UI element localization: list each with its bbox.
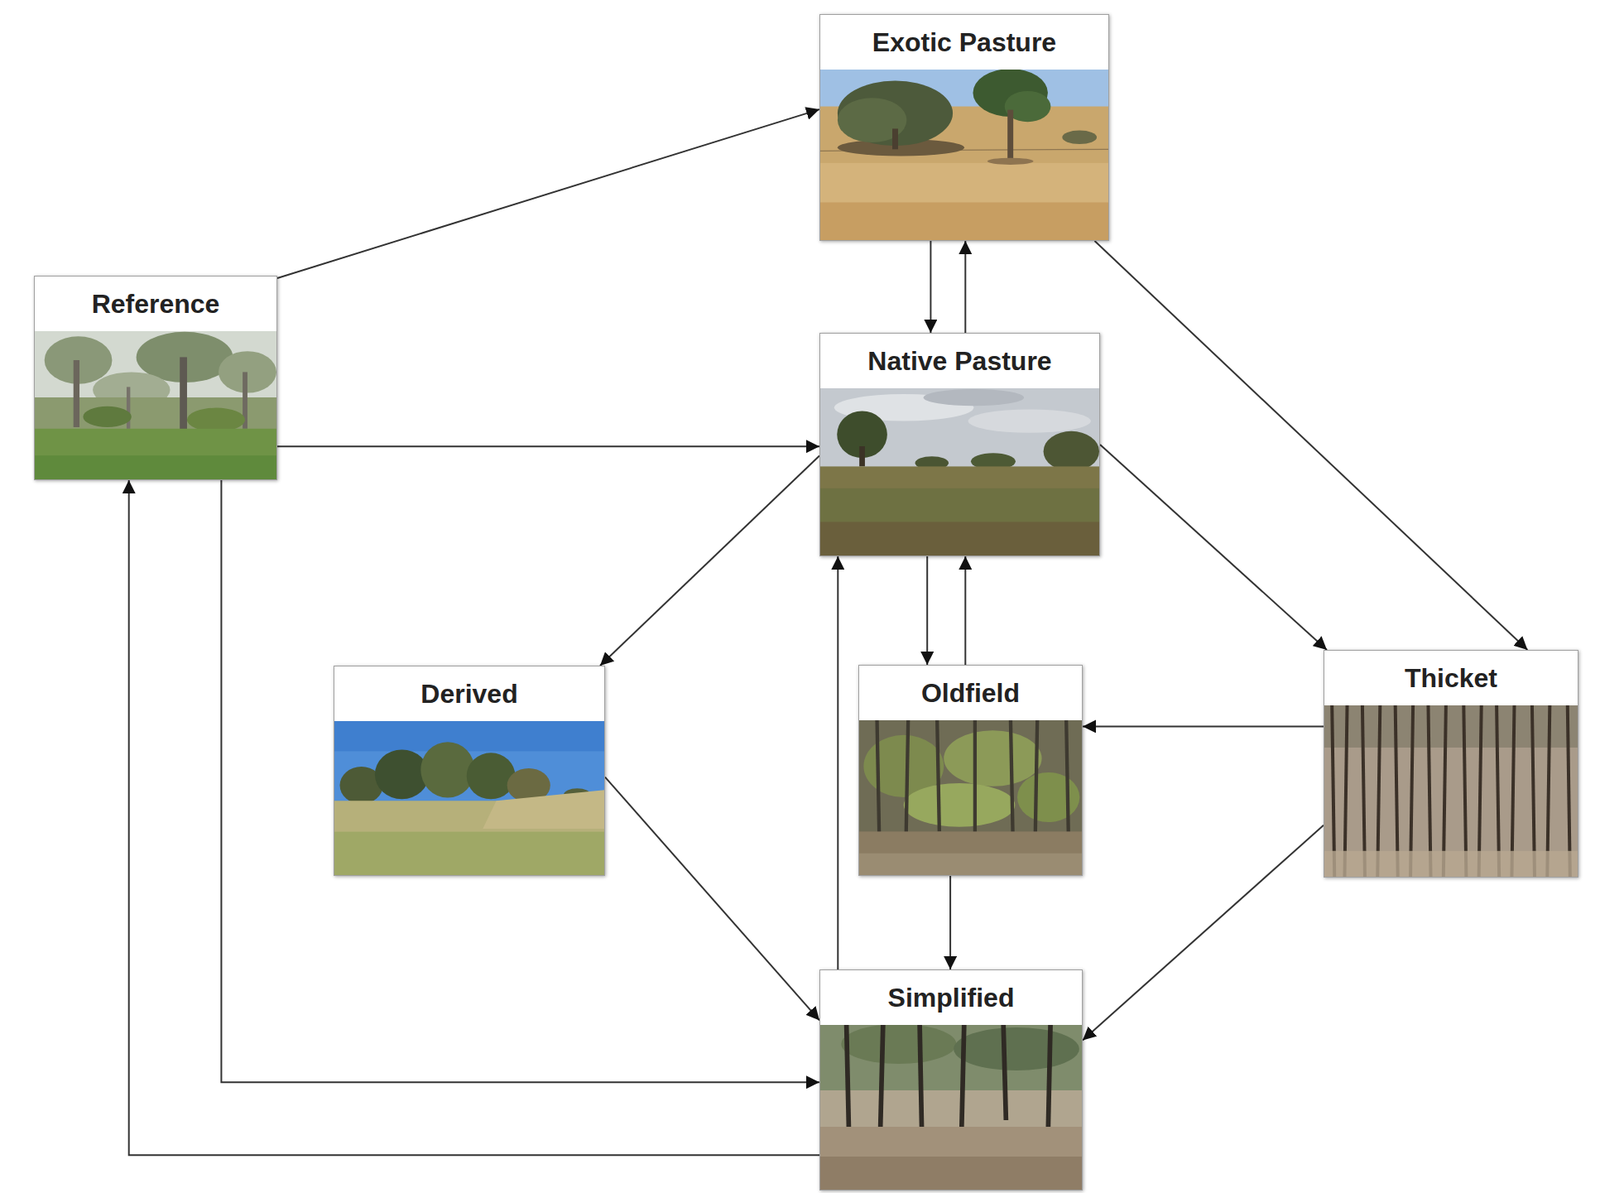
state-title: Reference bbox=[91, 288, 221, 320]
state-title: Simplified bbox=[888, 982, 1015, 1014]
transition-arrow bbox=[1095, 240, 1528, 650]
transition-arrow bbox=[929, 240, 932, 333]
state-title: Derived bbox=[420, 678, 518, 710]
state-title: Thicket bbox=[1404, 663, 1498, 694]
simplified-woodland-photo bbox=[820, 1023, 1082, 1190]
title-band: Simplified bbox=[820, 970, 1082, 1025]
title-band: Native Pasture bbox=[820, 333, 1100, 389]
regrowth-photo bbox=[859, 719, 1082, 875]
state-title: Native Pasture bbox=[867, 345, 1052, 377]
pasture-photo bbox=[820, 68, 1109, 241]
transition-arrow bbox=[129, 480, 820, 1155]
state-box: Oldfield bbox=[858, 664, 1083, 876]
pasture-photo bbox=[820, 387, 1100, 556]
woodland-photo bbox=[34, 330, 277, 480]
transition-arrow bbox=[221, 480, 820, 1082]
state-box: Derived bbox=[333, 665, 606, 876]
title-band: Oldfield bbox=[859, 665, 1082, 721]
transition-arrow bbox=[600, 456, 820, 667]
state-box: Simplified bbox=[819, 969, 1083, 1191]
transition-arrow bbox=[1082, 825, 1324, 1041]
transition-arrow bbox=[1082, 725, 1324, 727]
state-box: Native Pasture bbox=[819, 332, 1101, 557]
transition-arrow bbox=[964, 240, 966, 333]
title-band: Reference bbox=[34, 276, 277, 332]
title-band: Thicket bbox=[1324, 650, 1578, 706]
state-box: Reference bbox=[33, 275, 278, 481]
transition-arrow bbox=[1100, 444, 1327, 650]
title-band: Exotic Pasture bbox=[820, 14, 1109, 70]
thicket-photo bbox=[1324, 704, 1578, 877]
state-title: Exotic Pasture bbox=[872, 27, 1057, 58]
title-band: Derived bbox=[334, 666, 605, 721]
transition-arrow bbox=[277, 109, 820, 279]
transition-arrow bbox=[964, 556, 966, 665]
derived-grassland-photo bbox=[334, 720, 605, 875]
state-box: Thicket bbox=[1323, 649, 1579, 878]
state-box: Exotic Pasture bbox=[819, 14, 1110, 241]
state-title: Oldfield bbox=[921, 677, 1020, 709]
transition-arrow bbox=[836, 556, 839, 970]
transition-arrow bbox=[949, 875, 952, 970]
transition-arrow bbox=[277, 445, 820, 447]
transition-arrow bbox=[605, 777, 820, 1021]
transition-arrow bbox=[926, 556, 928, 665]
